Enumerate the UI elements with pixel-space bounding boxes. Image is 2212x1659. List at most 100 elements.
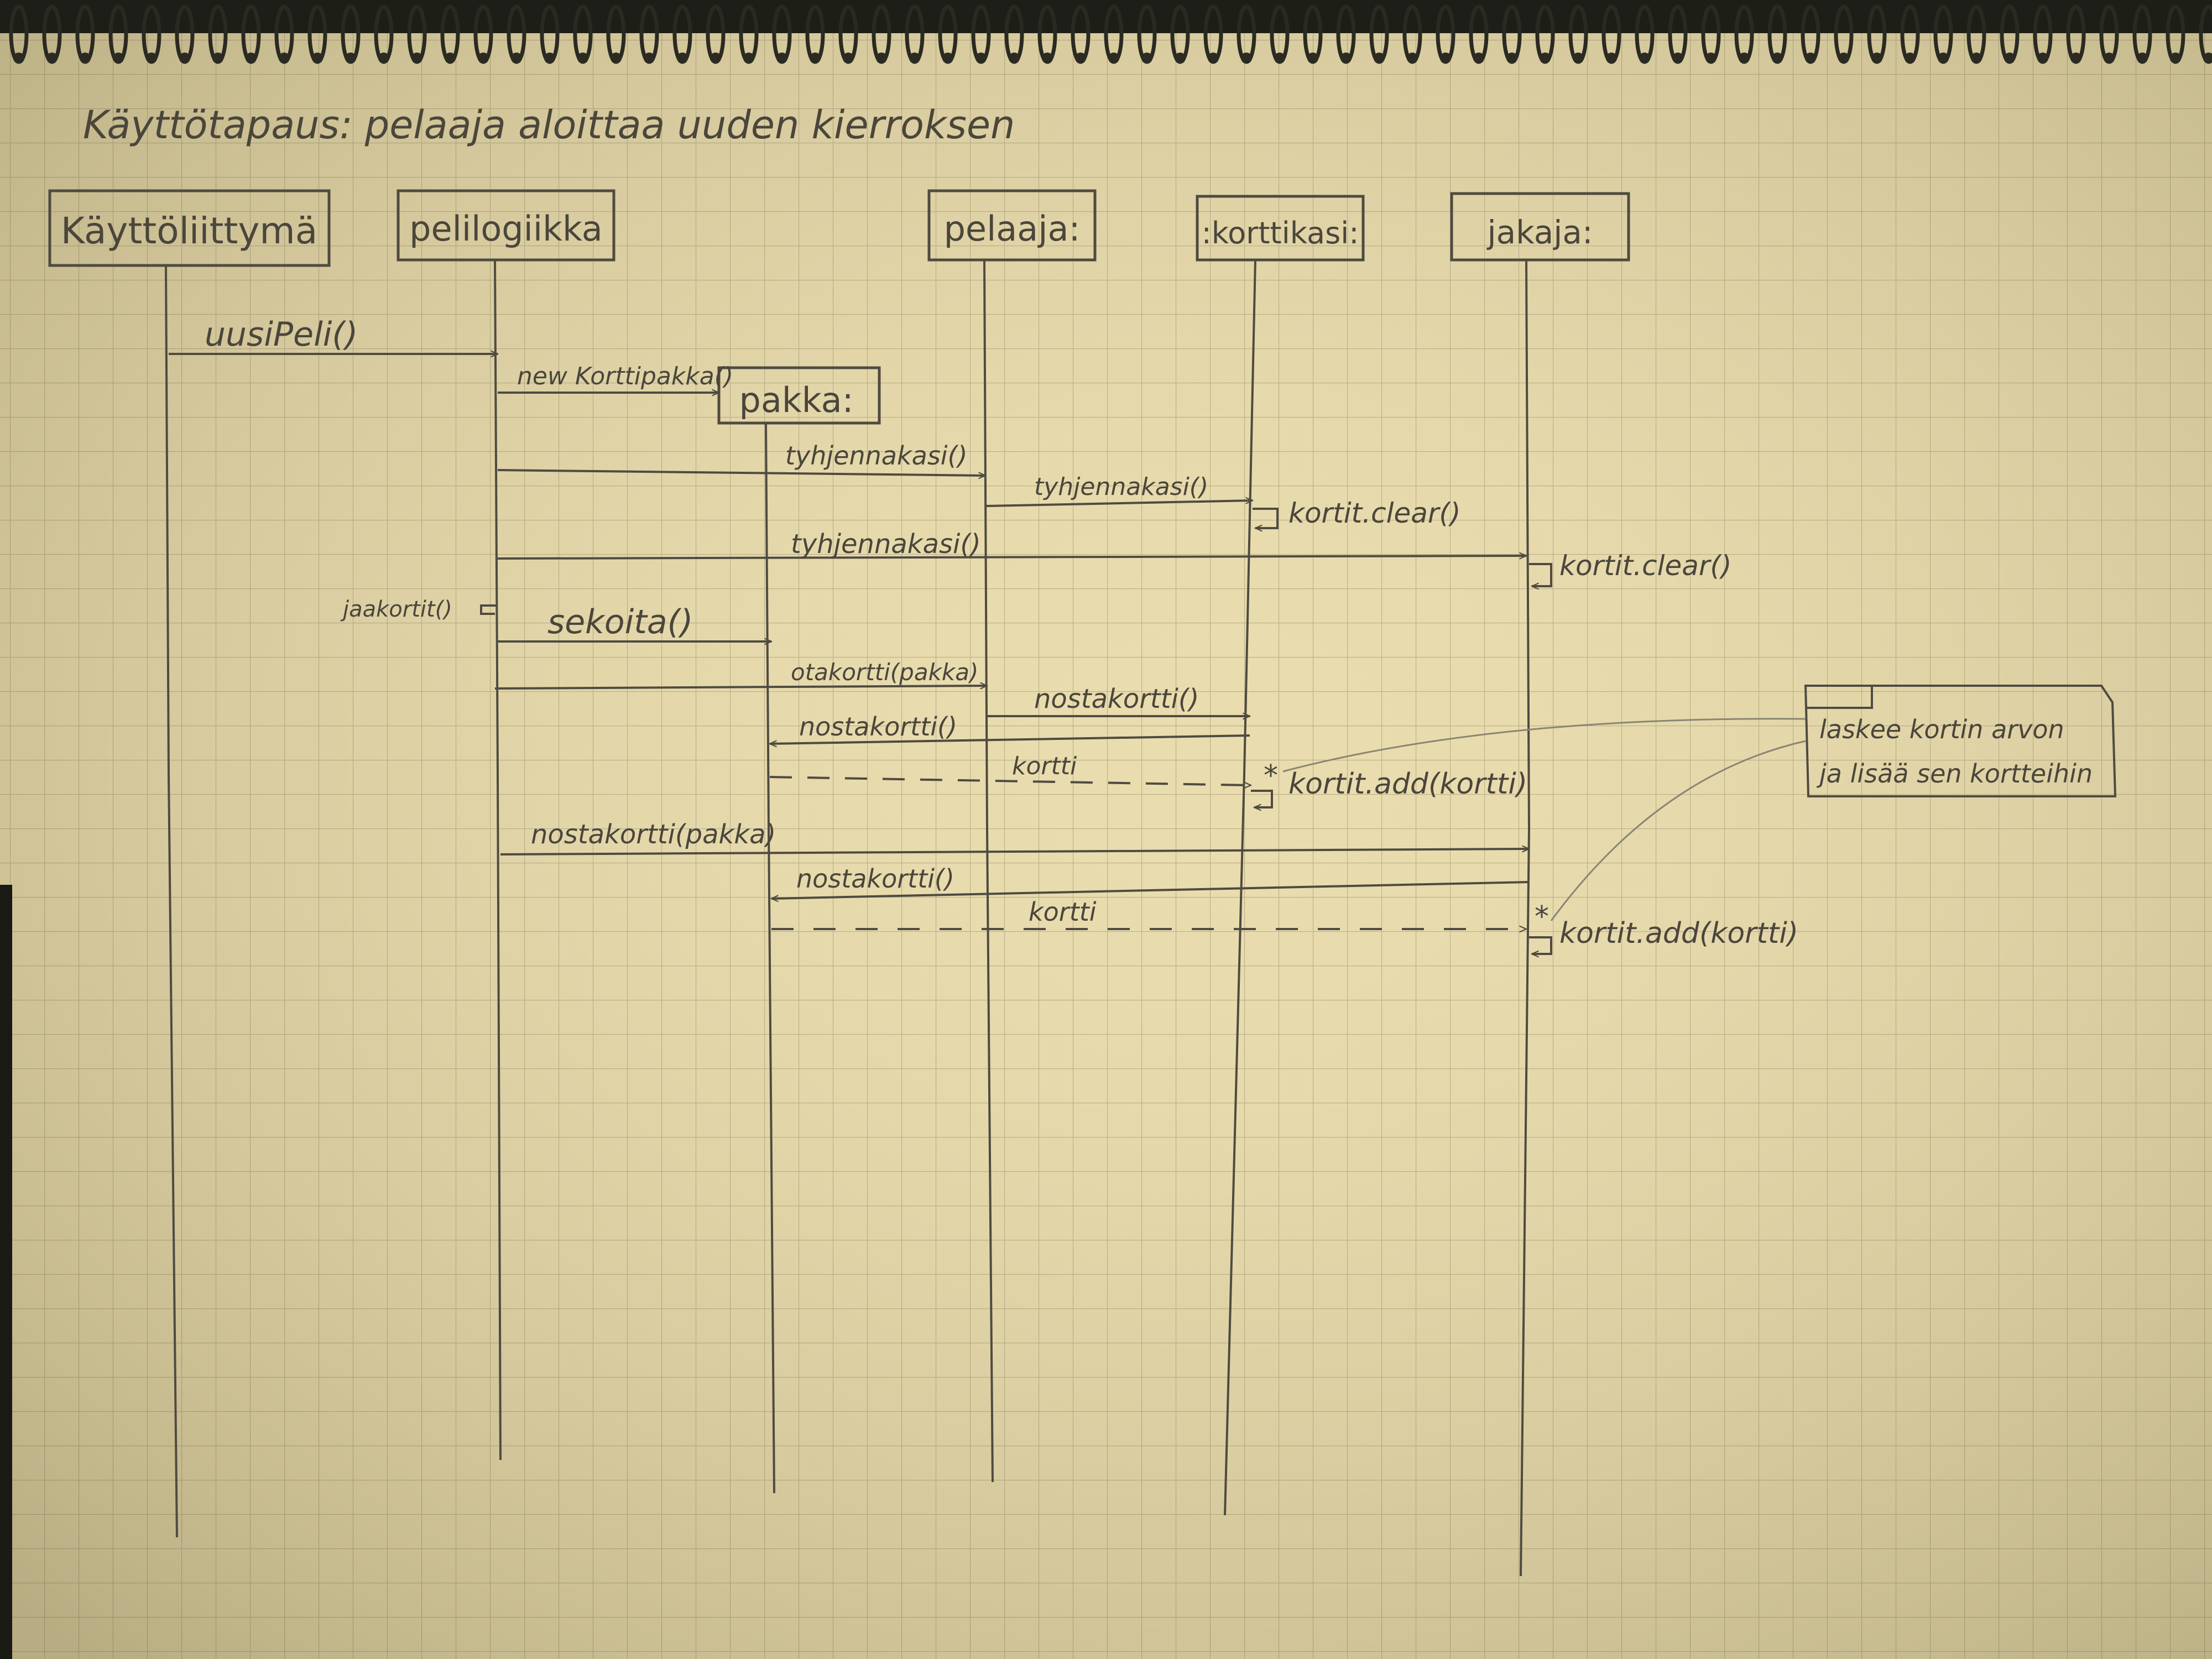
spiral-hole [2104, 53, 2115, 64]
spiral-hole [1009, 53, 1020, 64]
spiral-hole [1573, 53, 1584, 64]
lifeline-logic: pelilogiikka [397, 189, 615, 1460]
message-nostakortti-dealer-deck-label: nostakortti() [796, 864, 954, 894]
message-new-korttipakka-label: new Korttipakka() [517, 362, 733, 390]
message-tyhjennakasi-hand-label: tyhjennakasi() [1034, 473, 1208, 501]
spiral-hole [975, 53, 987, 64]
spiral-hole [1042, 53, 1053, 64]
spiral-hole [1108, 53, 1119, 64]
message-uusipeli: uusiPeli() [169, 315, 498, 354]
spiral-hole [445, 53, 456, 64]
self-call-hand-clear: kortit.clear() [1253, 497, 1460, 529]
spiral-hole [1141, 53, 1152, 64]
message-return-kortti-hand-label: kortti [1012, 752, 1077, 780]
spiral-hole [2203, 53, 2212, 64]
message-uusipeli-label: uusiPeli() [205, 315, 358, 354]
spiral-hole [179, 53, 190, 64]
note-line-1: laskee kortin arvon [1819, 714, 2064, 744]
spiral-hole [478, 53, 489, 64]
self-call-dealer-clear-label: kortit.clear() [1559, 550, 1731, 582]
spiral-hole [1639, 53, 1650, 64]
spiral-hole [80, 53, 91, 64]
self-call-jaakortit: jaakortit() [340, 597, 498, 622]
spiral-hole [577, 53, 588, 64]
message-tyhjennakasi-player-label: tyhjennakasi() [785, 441, 967, 471]
paper-shading [0, 33, 2212, 1659]
self-call-hand-add: * kortit.add(kortti) [1251, 759, 1527, 807]
spiral-hole [1772, 53, 1783, 64]
message-sekoita: sekoita() [498, 603, 771, 641]
spiral-hole [1540, 53, 1551, 64]
lifeline-deck-label: pakka: [739, 380, 854, 420]
spiral-hole [1606, 53, 1617, 64]
spiral-binding [0, 0, 2212, 64]
spiral-hole [2170, 53, 2181, 64]
lifeline-ui: Käyttöliittymä [48, 189, 331, 1538]
dark-left-edge [0, 885, 12, 1659]
self-call-hand-clear-label: kortit.clear() [1288, 497, 1460, 529]
message-nostakortti-dealer: nostakortti(pakka) [500, 819, 1529, 855]
message-tyhjennakasi-dealer: tyhjennakasi() [497, 529, 1526, 560]
message-nostakortti-hand-label: nostakortti() [1034, 684, 1199, 714]
spiral-hole [146, 53, 157, 64]
spiral-hole [1208, 53, 1219, 64]
lifeline-hand-label: :korttikasi: [1202, 216, 1359, 251]
spiral-hole [1307, 53, 1318, 64]
message-nostakortti-dealer-deck: nostakortti() [771, 864, 1530, 899]
message-otakortti-label: otakortti(pakka) [791, 659, 978, 686]
note-line-2: ja lisää sen kortteihin [1816, 759, 2093, 789]
self-call-hand-add-label: kortit.add(kortti) [1288, 768, 1527, 801]
spiral-hole [1971, 53, 1982, 64]
note-connector-dealer [1550, 740, 1806, 921]
spiral-hole [113, 53, 124, 64]
spiral-hole [1340, 53, 1352, 64]
spiral-hole [810, 53, 821, 64]
spiral-hole [544, 53, 555, 64]
asterisk-hand: * [1264, 759, 1278, 792]
spiral-hole [1506, 53, 1517, 64]
spiral-hole [2137, 53, 2148, 64]
spiral-hole [1905, 53, 1916, 64]
lifeline-hand: :korttikasi: [1196, 195, 1365, 1516]
message-return-kortti-hand: kortti [769, 752, 1251, 785]
self-call-dealer-add-label: kortit.add(kortti) [1559, 917, 1798, 950]
message-nostakortti-deck: nostakortti() [770, 712, 1250, 744]
message-return-kortti-dealer: kortti [771, 897, 1526, 929]
spiral-hole [46, 53, 58, 64]
message-nostakortti-hand: nostakortti() [988, 684, 1250, 716]
spiral-hole [1705, 53, 1717, 64]
self-call-dealer-clear: kortit.clear() [1529, 550, 1731, 586]
spiral-hole [743, 53, 754, 64]
lifeline-ui-label: Käyttöliittymä [61, 210, 317, 252]
spiral-hole [1175, 53, 1186, 64]
message-return-kortti-dealer-label: kortti [1029, 897, 1097, 927]
message-new-korttipakka: new Korttipakka() [498, 362, 733, 393]
message-tyhjennakasi-hand: tyhjennakasi() [986, 473, 1253, 507]
spiral-hole [345, 53, 356, 64]
message-otakortti: otakortti(pakka) [494, 659, 987, 690]
spiral-hole [411, 53, 422, 64]
spiral-hole [1838, 53, 1849, 64]
message-nostakortti-deck-label: nostakortti() [799, 712, 957, 742]
spiral-hole [710, 53, 721, 64]
spiral-hole [1871, 53, 1882, 64]
spiral-hole [611, 53, 622, 64]
note-connector-hand [1282, 718, 1806, 773]
lifeline-dealer-label: jakaja: [1486, 213, 1593, 251]
spiral-hole [13, 53, 24, 64]
spiral-hole [1473, 53, 1484, 64]
spiral-hole [1739, 53, 1750, 64]
page-title: Käyttötapaus: pelaaja aloittaa uuden kie… [83, 102, 1015, 148]
spiral-hole [2070, 53, 2081, 64]
asterisk-dealer: * [1535, 900, 1549, 933]
spiral-hole [909, 53, 920, 64]
spiral-hole [644, 53, 655, 64]
spiral-hole [1440, 53, 1451, 64]
spiral-hole [279, 53, 290, 64]
note-box: laskee kortin arvon ja lisää sen korttei… [1804, 685, 2117, 797]
lifeline-player: pelaaja: [927, 189, 1097, 1483]
self-call-jaakortit-label: jaakortit() [340, 597, 452, 622]
spiral-hole [378, 53, 389, 64]
spiral-hole [677, 53, 688, 64]
